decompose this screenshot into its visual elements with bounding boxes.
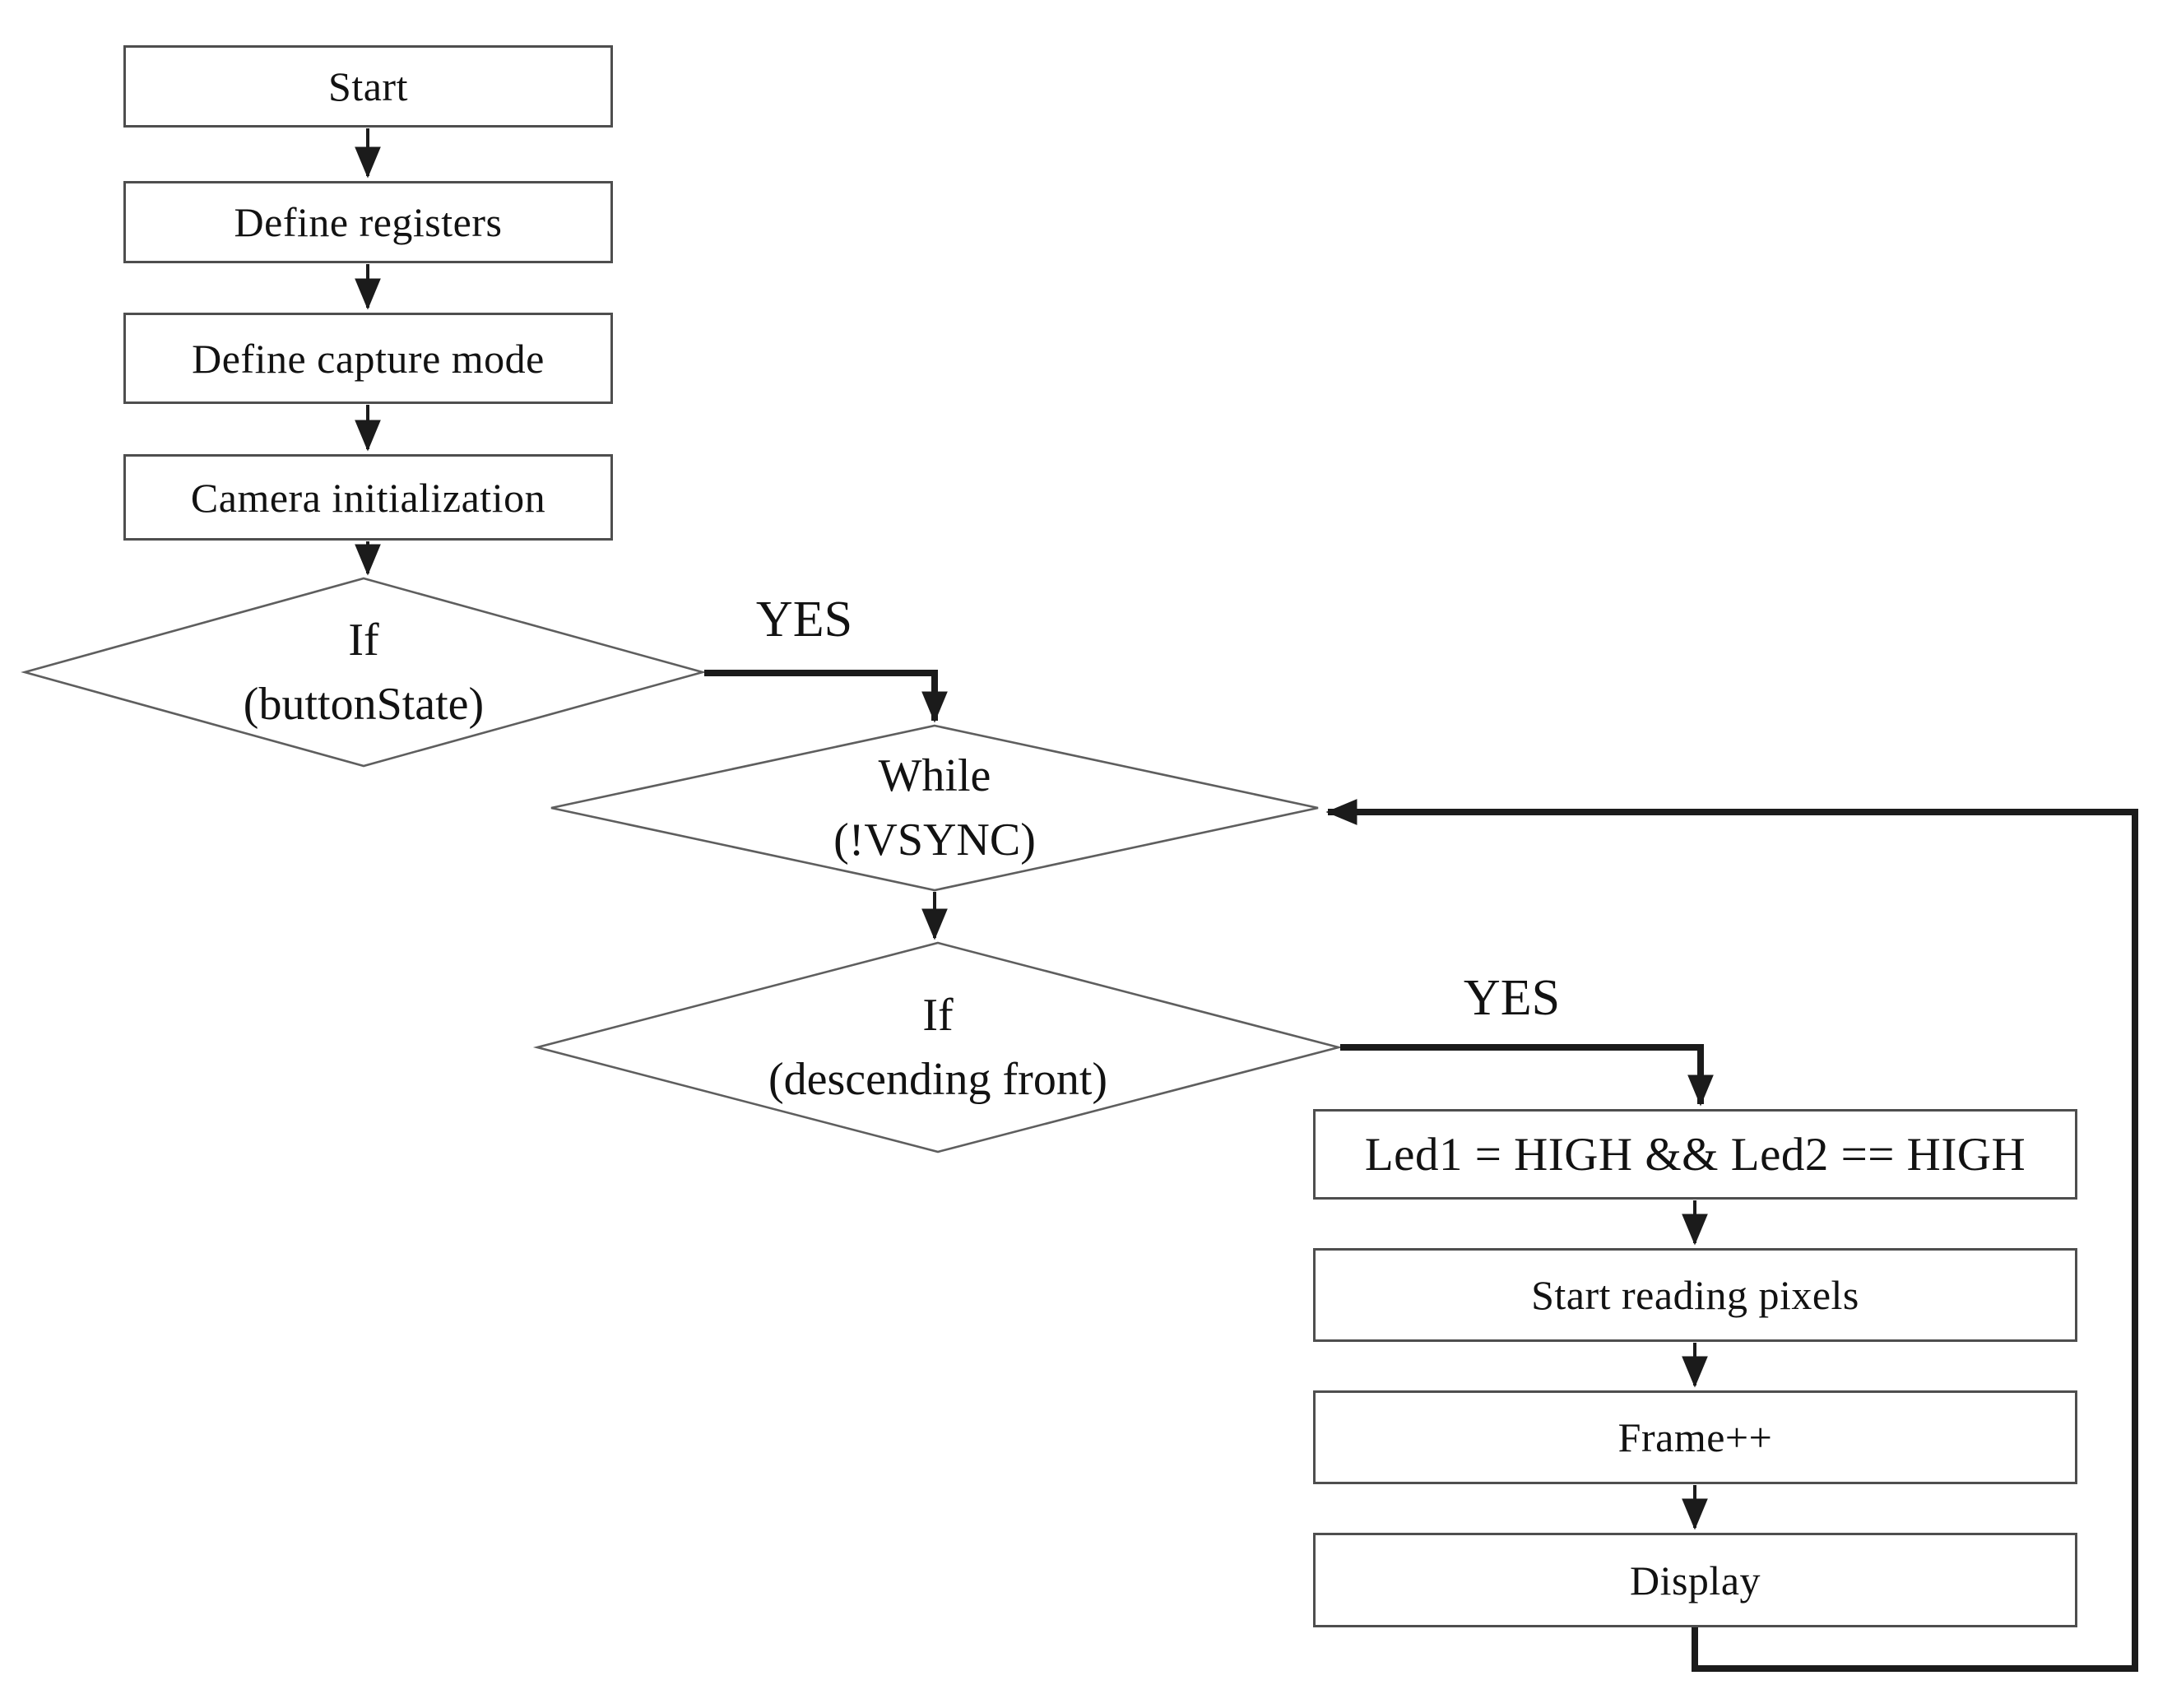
flow-box-start-reading-pixels-label: Start reading pixels bbox=[1531, 1272, 1859, 1318]
flow-box-define-registers: Define registers bbox=[123, 181, 613, 263]
decision-button-state-shape bbox=[21, 577, 707, 768]
flow-box-led-condition: Led1 = HIGH && Led2 == HIGH bbox=[1313, 1109, 2077, 1200]
flow-box-define-capture-mode-label: Define capture mode bbox=[192, 335, 545, 382]
yes-label-button-state: YES bbox=[755, 592, 853, 647]
yes-branch-descending-front bbox=[1340, 1044, 1714, 1107]
flow-box-display: Display bbox=[1313, 1533, 2077, 1627]
feedback-loop-line bbox=[1325, 799, 2138, 1672]
flow-box-define-capture-mode: Define capture mode bbox=[123, 313, 613, 404]
flow-box-start-label: Start bbox=[328, 63, 408, 109]
flow-box-frame-increment-label: Frame++ bbox=[1617, 1414, 1773, 1460]
decision-vsync-shape bbox=[550, 724, 1319, 892]
decision-descending-front-shape bbox=[532, 941, 1344, 1153]
flow-box-display-label: Display bbox=[1629, 1557, 1761, 1604]
flow-box-start: Start bbox=[123, 45, 613, 128]
flow-box-start-reading-pixels: Start reading pixels bbox=[1313, 1248, 2077, 1342]
flow-box-frame-increment: Frame++ bbox=[1313, 1390, 2077, 1484]
flow-box-define-registers-label: Define registers bbox=[234, 199, 503, 245]
yes-label-descending-front: YES bbox=[1463, 970, 1561, 1026]
yes-branch-button-state bbox=[704, 670, 948, 723]
flow-box-camera-initialization: Camera initialization bbox=[123, 454, 613, 541]
flow-box-led-condition-label: Led1 = HIGH && Led2 == HIGH bbox=[1364, 1128, 2026, 1181]
flow-box-camera-initialization-label: Camera initialization bbox=[190, 474, 546, 521]
